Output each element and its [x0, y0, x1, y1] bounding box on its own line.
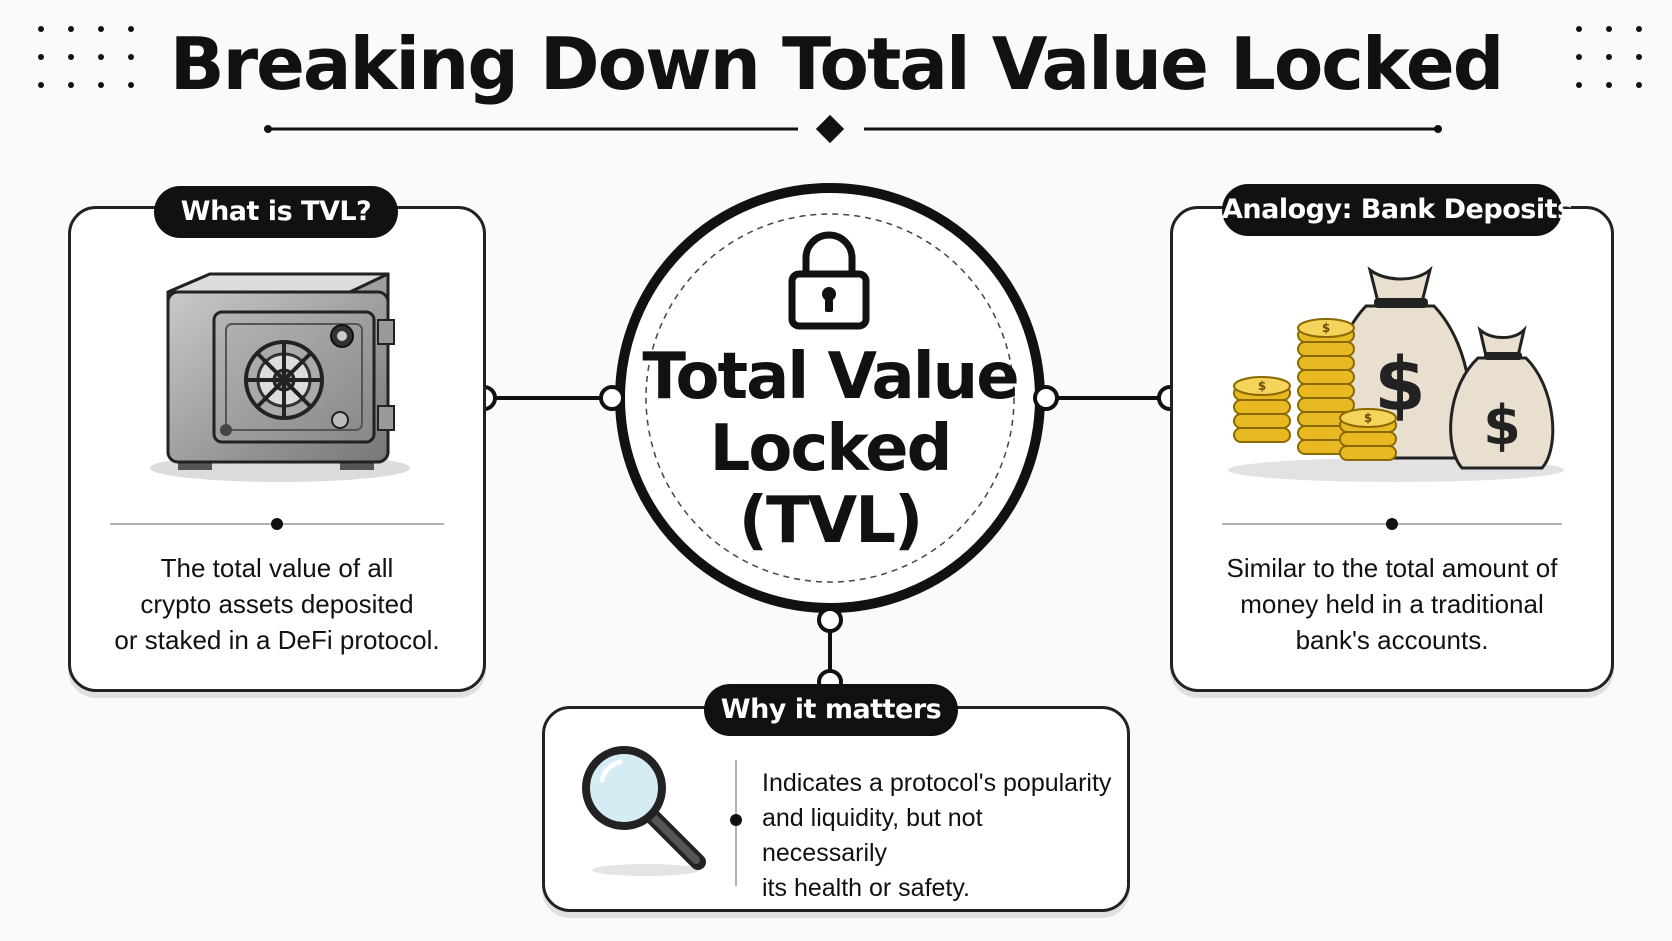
svg-text:$: $	[1483, 394, 1521, 457]
what-is-tvl-text-line: or staked in a DeFi protocol.	[114, 625, 440, 655]
what-is-tvl-divider	[110, 518, 444, 530]
analogy-text: Similar to the total amount of money hel…	[1186, 550, 1598, 658]
magnifying-glass-icon	[582, 746, 706, 876]
decorative-dots-right	[1576, 26, 1642, 88]
what-is-tvl-text-line: The total value of all	[160, 553, 394, 583]
safe-icon	[150, 272, 410, 482]
why-it-matters-text-line: and liquidity, but not necessarily	[762, 804, 983, 867]
analogy-label: Analogy: Bank Deposits	[1222, 184, 1573, 236]
why-it-matters-text: Indicates a protocol's popularity and li…	[762, 766, 1112, 906]
svg-text:$: $	[1258, 379, 1266, 393]
why-it-matters-text-line: Indicates a protocol's popularity	[762, 769, 1112, 797]
center-title-line-2: Locked	[709, 412, 953, 486]
svg-text:$: $	[1322, 321, 1330, 335]
why-it-matters-text-line: its health or safety.	[762, 874, 970, 902]
page-title: Breaking Down Total Value Locked	[169, 22, 1505, 106]
what-is-tvl-text-line: crypto assets deposited	[140, 589, 414, 619]
center-title-line-3: (TVL)	[738, 484, 923, 558]
padlock-icon	[788, 231, 870, 330]
what-is-tvl-label: What is TVL?	[154, 186, 398, 238]
why-it-matters-label: Why it matters	[704, 684, 958, 736]
analogy-text-line: money held in a traditional	[1240, 589, 1544, 619]
analogy-text-line: Similar to the total amount of	[1226, 553, 1558, 583]
analogy-divider	[1222, 518, 1562, 530]
center-title-line-1: Total Value	[642, 340, 1019, 414]
what-is-tvl-text: The total value of all crypto assets dep…	[88, 550, 466, 658]
analogy-text-line: bank's accounts.	[1295, 625, 1489, 655]
money-bags-coins-icon: $ $ $ $ $	[1228, 265, 1564, 482]
svg-text:$: $	[1364, 411, 1372, 425]
why-it-matters-divider	[730, 760, 742, 886]
decorative-dots-left	[38, 26, 134, 88]
